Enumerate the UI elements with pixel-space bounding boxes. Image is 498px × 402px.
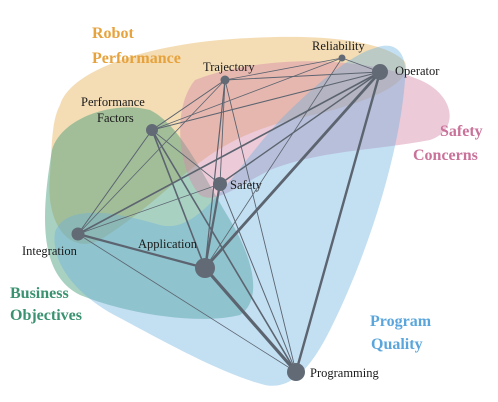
- edge-safety-application: [203, 182, 222, 270]
- edge-perf-reliability: [151, 57, 343, 131]
- label-operator: Operator: [395, 64, 440, 78]
- node-operator: [372, 64, 388, 80]
- edge-perf-safety: [151, 129, 221, 185]
- group-label-program-quality-line2: Quality: [371, 336, 423, 353]
- edge-integration-programming: [77, 233, 297, 373]
- group-labels: Robot Performance Safety Concerns Busine…: [10, 25, 483, 353]
- edge-perf-operator: [151, 71, 381, 131]
- node-safety: [213, 177, 227, 191]
- edge-perf-trajectory: [151, 79, 226, 131]
- group-label-program-quality-line1: Program: [370, 313, 432, 330]
- node-trajectory: [220, 75, 230, 85]
- label-performance-factors-line2: Factors: [97, 111, 134, 125]
- nodes: [71, 54, 388, 381]
- edge-safety-programming: [219, 183, 297, 373]
- group-label-business-objectives-line1: Business: [10, 285, 69, 302]
- node-labels: Reliability Trajectory Operator Performa…: [22, 39, 440, 380]
- edge-perf-integration: [77, 129, 153, 235]
- edge-reliability-application: [204, 57, 343, 269]
- edge-integration-application: [76, 232, 207, 270]
- label-safety: Safety: [230, 178, 263, 192]
- label-reliability: Reliability: [312, 39, 366, 53]
- label-programming: Programming: [310, 366, 379, 380]
- group-label-robot-performance-line2: Performance: [92, 50, 181, 67]
- label-integration: Integration: [22, 244, 78, 258]
- edge-integration-safety: [77, 183, 221, 235]
- node-reliability: [338, 54, 346, 62]
- edge-reliability-trajectory: [224, 57, 343, 81]
- edge-perf-programming: [151, 129, 297, 373]
- node-integration: [71, 227, 85, 241]
- edge-trajectory-safety: [219, 79, 226, 185]
- edge-trajectory-application: [204, 79, 226, 269]
- edge-safety-operator: [219, 71, 381, 185]
- group-label-safety-concerns-line2: Concerns: [413, 147, 478, 164]
- node-programming: [287, 363, 305, 381]
- edge-trajectory-operator: [224, 71, 381, 81]
- edge-trajectory-programming: [224, 79, 297, 373]
- label-application: Application: [138, 237, 198, 251]
- program-quality-region: [54, 45, 406, 386]
- edge-integration-operator: [77, 71, 381, 235]
- robot-performance-region: [49, 36, 407, 244]
- edges: [76, 57, 382, 374]
- label-performance-factors-line1: Performance: [81, 95, 145, 109]
- node-performance-factors: [146, 124, 158, 136]
- safety-concerns-region: [180, 61, 450, 198]
- label-trajectory: Trajectory: [203, 60, 255, 74]
- node-application: [195, 258, 215, 278]
- edge-operator-programming: [294, 70, 382, 374]
- edge-application-programming: [203, 266, 298, 374]
- edge-trajectory-integration: [77, 79, 226, 235]
- group-label-safety-concerns-line1: Safety: [440, 123, 483, 140]
- group-label-business-objectives-line2: Objectives: [10, 307, 82, 324]
- edge-application-operator: [203, 70, 382, 270]
- group-label-robot-performance-line1: Robot: [92, 25, 134, 42]
